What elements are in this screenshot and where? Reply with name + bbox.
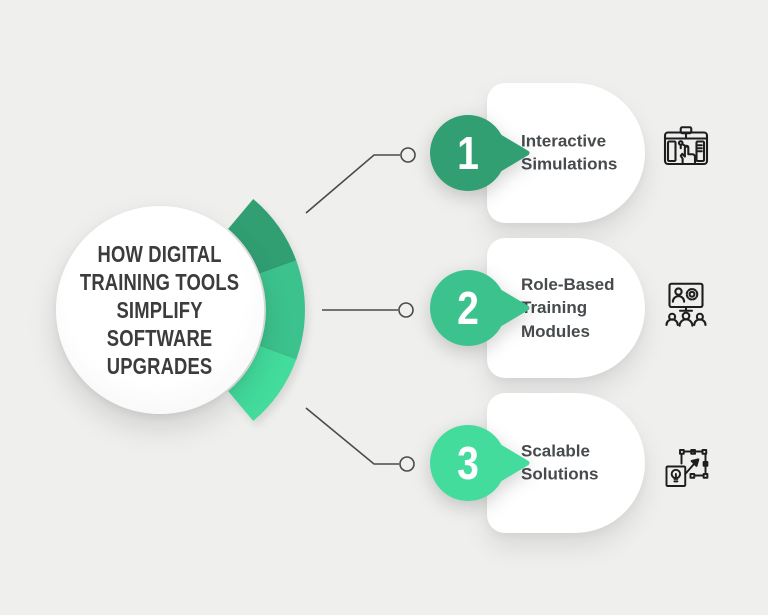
- arc-segment-2: [259, 260, 305, 360]
- step-badge-1: 1: [430, 113, 535, 193]
- connector-node-3: [399, 456, 415, 472]
- badge-circle: [430, 270, 506, 346]
- step-number-2: 2: [457, 282, 479, 334]
- connector-nodes: [398, 147, 416, 472]
- step-card-2: 2 Role-Based Training Modules: [430, 238, 645, 378]
- badge-shape-2: [430, 270, 530, 346]
- step-card-1: 1 Interactive Simulations: [430, 83, 645, 223]
- connector-node-2: [398, 302, 414, 318]
- step-number-3: 3: [457, 437, 479, 489]
- interactive-simulations-icon: [662, 125, 710, 173]
- step-label-1: Interactive Simulations: [521, 131, 618, 174]
- step-badge-2: 2: [430, 268, 535, 348]
- step-label-2: Role-Based Training Modules: [521, 274, 615, 341]
- connector-line-1: [305, 154, 400, 214]
- badge-circle: [430, 425, 506, 501]
- step-number-1: 1: [457, 127, 479, 179]
- infographic-title: HOW DIGITAL TRAINING TOOLS SIMPLIFY SOFT…: [80, 241, 240, 379]
- connector-line-3: [305, 407, 399, 465]
- step-label-3: Scalable Solutions: [521, 441, 599, 484]
- badge-shape-3: [430, 425, 530, 501]
- step-badge-3: 3: [430, 423, 535, 503]
- connector-node-1: [400, 147, 416, 163]
- step-card-3: 3 Scalable Solutions: [430, 393, 645, 533]
- role-based-training-icon: [662, 280, 710, 328]
- scalable-solutions-icon: [662, 444, 710, 492]
- badge-shape-1: [430, 115, 530, 191]
- title-circle: HOW DIGITAL TRAINING TOOLS SIMPLIFY SOFT…: [56, 206, 264, 414]
- badge-circle: [430, 115, 506, 191]
- connector-lines: [305, 147, 416, 472]
